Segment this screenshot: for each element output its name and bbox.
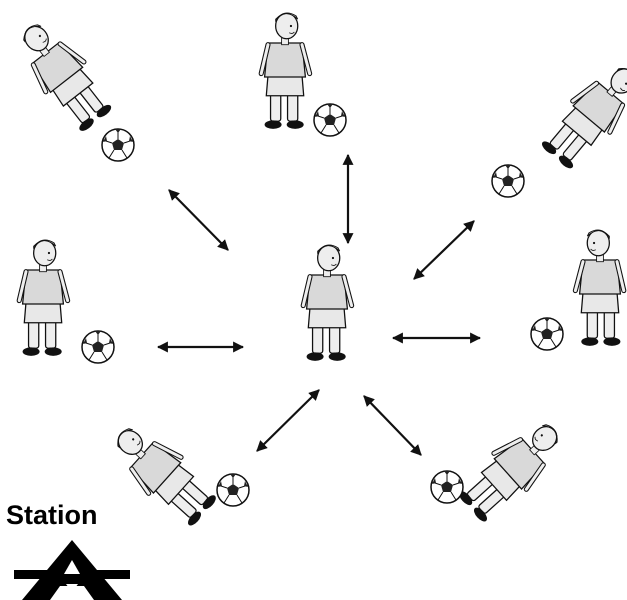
arrow-bottom-left — [256, 389, 320, 452]
arrow-top-left — [168, 189, 229, 251]
ball-top-left — [101, 128, 135, 162]
station-letter-logo — [14, 540, 130, 600]
player-right — [575, 230, 623, 346]
station-label: Station — [6, 500, 98, 530]
player-bottom-left — [104, 417, 222, 530]
player-bottom-right — [453, 413, 571, 526]
ball-left — [81, 330, 115, 364]
ball-top — [313, 103, 347, 137]
player-left — [19, 240, 67, 356]
ball-bottom-right — [430, 470, 464, 504]
ball-bottom-left — [216, 473, 250, 507]
ball-right — [530, 317, 564, 351]
arrow-bottom-right — [363, 395, 422, 456]
arrow-top-right — [413, 220, 475, 280]
player-top-right — [537, 55, 627, 175]
player-top-left — [8, 14, 117, 135]
player-center — [303, 245, 351, 361]
ball-top-right — [491, 164, 525, 198]
player-top — [261, 13, 309, 129]
